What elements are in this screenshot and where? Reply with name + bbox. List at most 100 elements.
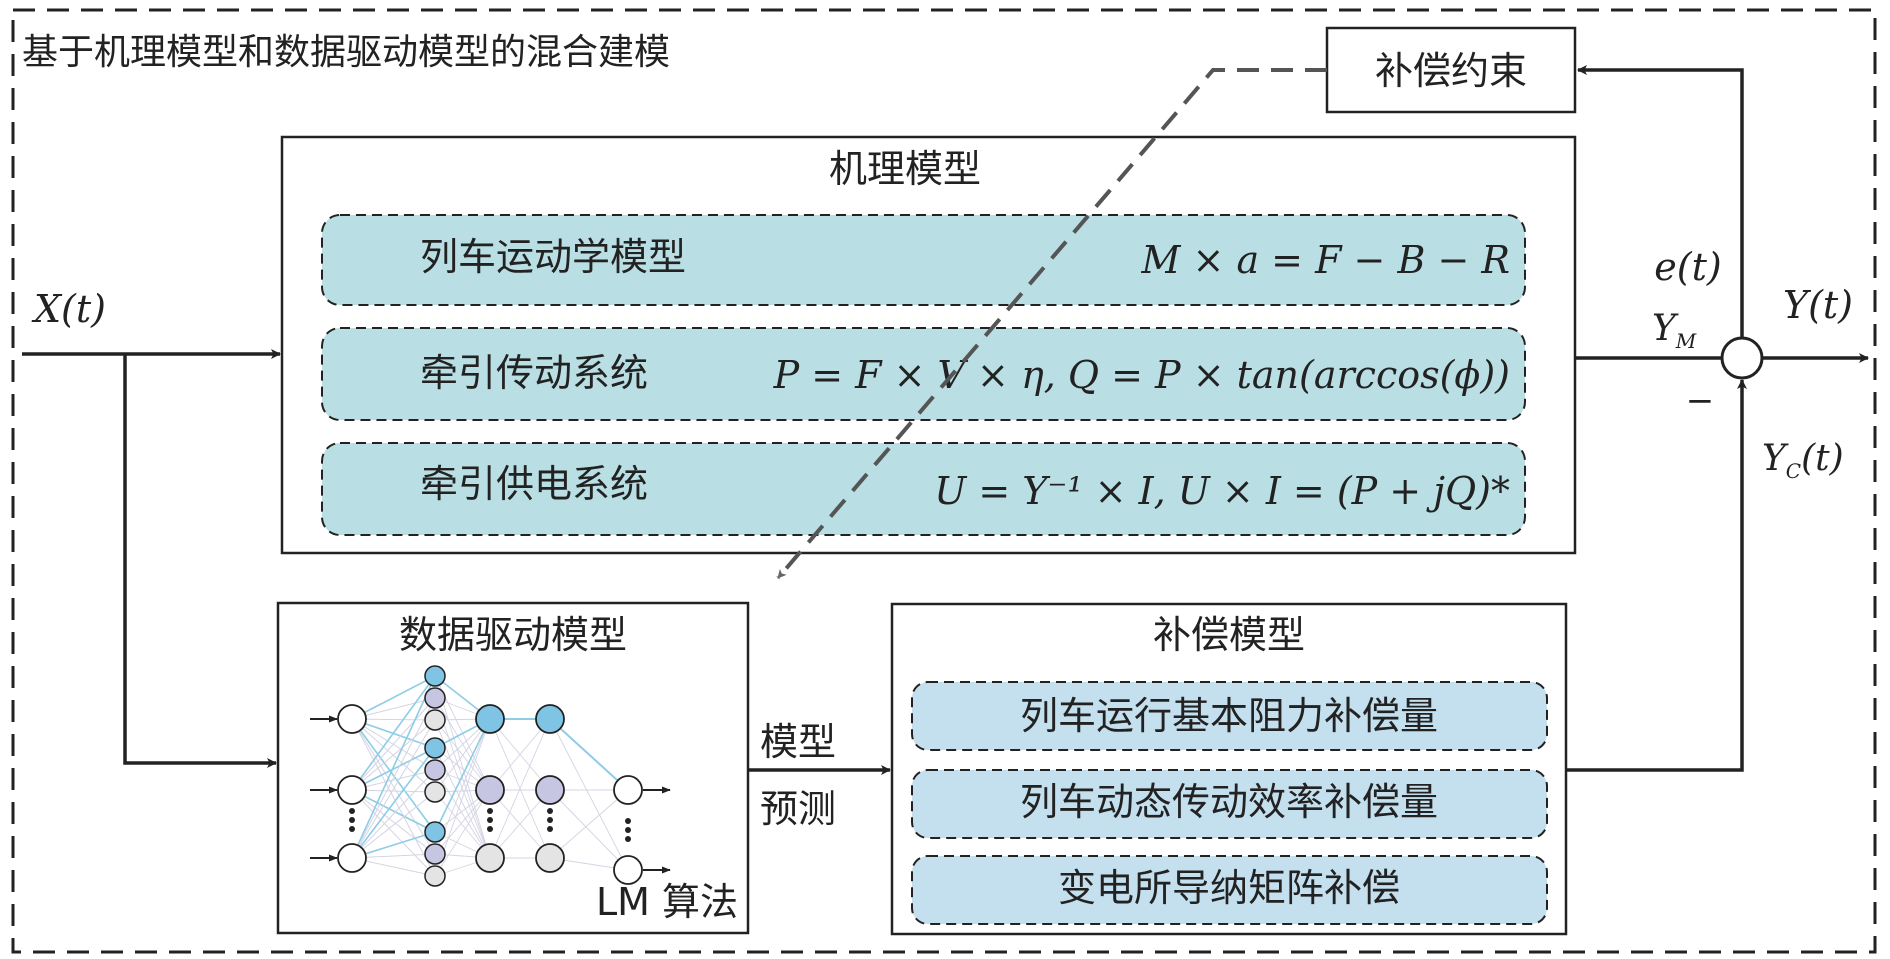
nn-edge (351, 719, 436, 791)
compensation-item-admittance: 变电所导纳矩阵补偿 (911, 855, 1548, 925)
nn-edge (351, 791, 436, 859)
nn-hidden-node (424, 821, 446, 843)
nn-ellipsis-dot (547, 808, 553, 814)
nn-edge (489, 718, 551, 791)
nn-nodes (337, 665, 643, 887)
nn-ellipsis-dot (349, 817, 355, 823)
nn-edge (549, 718, 629, 791)
nn-edge (549, 718, 629, 871)
minus-sign: − (1686, 381, 1715, 421)
nn-edge (351, 697, 436, 791)
data-driven-model-box (276, 601, 750, 935)
nn-edge (351, 719, 436, 859)
compensation-item-efficiency-label: 列车动态传动效率补偿量 (1020, 780, 1438, 824)
nn-ellipsis-dot (625, 836, 631, 842)
kinematics-equation: M × a = F − B − R (1141, 238, 1510, 282)
nn-edge (434, 789, 491, 877)
nn-hidden-node (424, 865, 446, 887)
data-driven-model-title: 数据驱动模型 (399, 613, 627, 657)
ym-signal-label: YM (1652, 308, 1697, 353)
traction-drive-label: 牵引传动系统 (420, 351, 648, 395)
nn-edge (351, 675, 436, 791)
compensation-item-resistance-label: 列车运行基本阻力补偿量 (1020, 694, 1438, 738)
mechanism-row-power-supply: 牵引供电系统 U = Y⁻¹ × I, U × I = (P + jQ)* (321, 442, 1526, 536)
nn-ellipsis-dot (487, 808, 493, 814)
nn-hidden-node (424, 737, 446, 759)
compensation-item-efficiency: 列车动态传动效率补偿量 (911, 769, 1548, 839)
nn-hidden-node (535, 775, 565, 805)
feedback-line (1577, 65, 1744, 338)
compensation-item-admittance-label: 变电所导纳矩阵补偿 (1058, 866, 1400, 910)
constraint-dashed-arrow (776, 68, 1327, 580)
nn-ellipsis-dot (487, 817, 493, 823)
nn-hidden-node (475, 843, 505, 873)
nn-edge (351, 697, 436, 859)
output-signal-label: Y(t) (1783, 283, 1853, 327)
nn-edge (351, 789, 436, 833)
power-supply-equation: U = Y⁻¹ × I, U × I = (P + jQ)* (934, 469, 1510, 513)
nn-edge (351, 789, 436, 877)
nn-edge (351, 718, 436, 877)
nn-ellipsis-dot (547, 826, 553, 832)
nn-edge (489, 718, 551, 859)
nn-ellipsis-dot (349, 826, 355, 832)
nn-edge (549, 789, 629, 871)
nn-ellipsis-dot (349, 808, 355, 814)
nn-input-node (337, 843, 367, 873)
neural-network (310, 665, 671, 887)
compensation-model-title: 补偿模型 (1153, 613, 1305, 657)
nn-input-node (337, 704, 367, 734)
nn-edge (351, 718, 436, 833)
summing-junction (1720, 336, 1764, 380)
nn-hidden-node (424, 843, 446, 865)
nn-edge (351, 789, 436, 855)
compensation-constraint-label: 补偿约束 (1375, 49, 1527, 93)
nn-hidden-node (475, 704, 505, 734)
error-signal-label: e(t) (1654, 245, 1721, 289)
kinematics-model-label: 列车运动学模型 (420, 235, 686, 279)
nn-edge (434, 718, 491, 833)
nn-hidden-node (424, 781, 446, 803)
nn-hidden-node (424, 709, 446, 731)
nn-output-node (613, 855, 643, 885)
nn-ellipsis-dot (625, 818, 631, 824)
nn-output-node (613, 775, 643, 805)
nn-edge (351, 747, 436, 859)
model-prediction-line1: 模型 (760, 720, 836, 764)
nn-edge (351, 718, 436, 855)
mechanism-row-kinematics: 列车运动学模型 M × a = F − B − R (321, 214, 1526, 306)
nn-edge (549, 789, 629, 859)
nn-hidden-node (535, 843, 565, 873)
compensation-constraint-box (1325, 26, 1577, 114)
nn-edge (489, 789, 551, 859)
nn-edge (434, 718, 491, 793)
nn-edge (351, 747, 436, 791)
outer-frame-title: 基于机理模型和数据驱动模型的混合建模 (22, 32, 670, 73)
compensation-item-resistance: 列车运行基本阻力补偿量 (911, 681, 1548, 751)
nn-hidden-node (424, 665, 446, 687)
nn-hidden-node (424, 687, 446, 709)
nn-edge (434, 769, 491, 859)
nn-edge (351, 769, 436, 859)
nn-hidden-node (475, 775, 505, 805)
yc-signal-label: YC(t) (1762, 438, 1844, 483)
input-signal-lines (22, 349, 281, 768)
nn-ellipsis-dot (487, 826, 493, 832)
nn-hidden-node (424, 759, 446, 781)
outer-dashed-frame (11, 8, 1877, 954)
input-signal-label: X(t) (31, 287, 106, 331)
nn-edge (351, 675, 436, 720)
traction-drive-equation: P = F × V × η, Q = P × tan(arccos(ϕ)) (773, 353, 1510, 397)
mechanism-row-traction-drive: 牵引传动系统 P = F × V × η, Q = P × tan(arccos… (321, 327, 1526, 421)
nn-hidden-node (535, 704, 565, 734)
nn-ellipsis-dot (625, 827, 631, 833)
model-prediction-line2: 预测 (760, 787, 836, 831)
compensation-output-line (1566, 379, 1747, 772)
power-supply-label: 牵引供电系统 (420, 462, 648, 506)
lm-algorithm-label: LM 算法 (596, 880, 738, 924)
mechanism-model-title: 机理模型 (829, 147, 981, 191)
nn-ellipsis-dot (547, 817, 553, 823)
nn-edge (434, 675, 491, 859)
nn-input-node (337, 775, 367, 805)
